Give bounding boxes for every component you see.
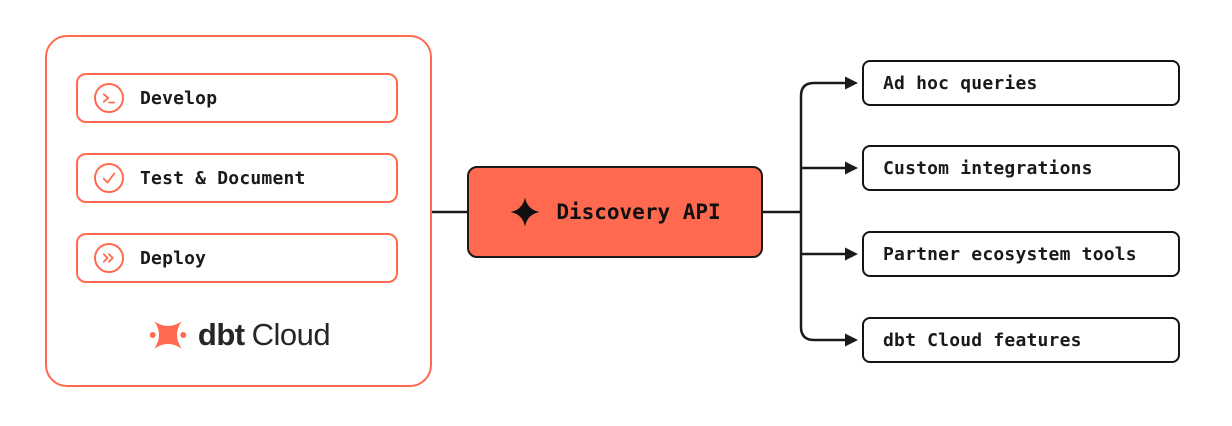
dbt-cloud-logo: dbt Cloud — [47, 305, 430, 365]
discovery-api-label: Discovery API — [556, 200, 721, 224]
arrowhead-3 — [845, 247, 858, 261]
connector-branch-4 — [799, 212, 845, 342]
output-label: Ad hoc queries — [883, 72, 1038, 94]
step-label-deploy: Deploy — [140, 247, 207, 269]
terminal-prompt-icon — [94, 83, 124, 113]
arrowhead-1 — [845, 76, 858, 90]
output-node-dbt-cloud-features: dbt Cloud features — [862, 317, 1180, 363]
dbt-logo-text-bold: dbt — [197, 317, 245, 352]
workflow-step-develop: Develop — [76, 73, 398, 123]
step-label-develop: Develop — [140, 87, 218, 109]
double-chevron-circle-icon — [94, 243, 124, 273]
arrowheads — [845, 76, 858, 347]
output-node-ad-hoc-queries: Ad hoc queries — [862, 60, 1180, 106]
workflow-step-test-document: Test & Document — [76, 153, 398, 203]
output-label: Partner ecosystem tools — [883, 243, 1137, 265]
output-label: dbt Cloud features — [883, 329, 1082, 351]
discovery-api-node: Discovery API — [467, 166, 763, 258]
output-label: Custom integrations — [883, 157, 1093, 179]
dbt-cloud-panel: Develop Test & Document Deploy — [45, 35, 432, 387]
connector-branch-1 — [799, 81, 845, 212]
workflow-step-deploy: Deploy — [76, 233, 398, 283]
dbt-logo-mark — [149, 321, 187, 349]
arrowhead-2 — [845, 161, 858, 175]
arrowhead-4 — [845, 333, 858, 347]
sparkle-icon — [510, 197, 540, 227]
check-circle-icon — [94, 163, 124, 193]
dbt-logo-text-regular: Cloud — [251, 317, 331, 352]
output-node-custom-integrations: Custom integrations — [862, 145, 1180, 191]
output-node-partner-ecosystem-tools: Partner ecosystem tools — [862, 231, 1180, 277]
step-label-test-document: Test & Document — [140, 167, 306, 189]
